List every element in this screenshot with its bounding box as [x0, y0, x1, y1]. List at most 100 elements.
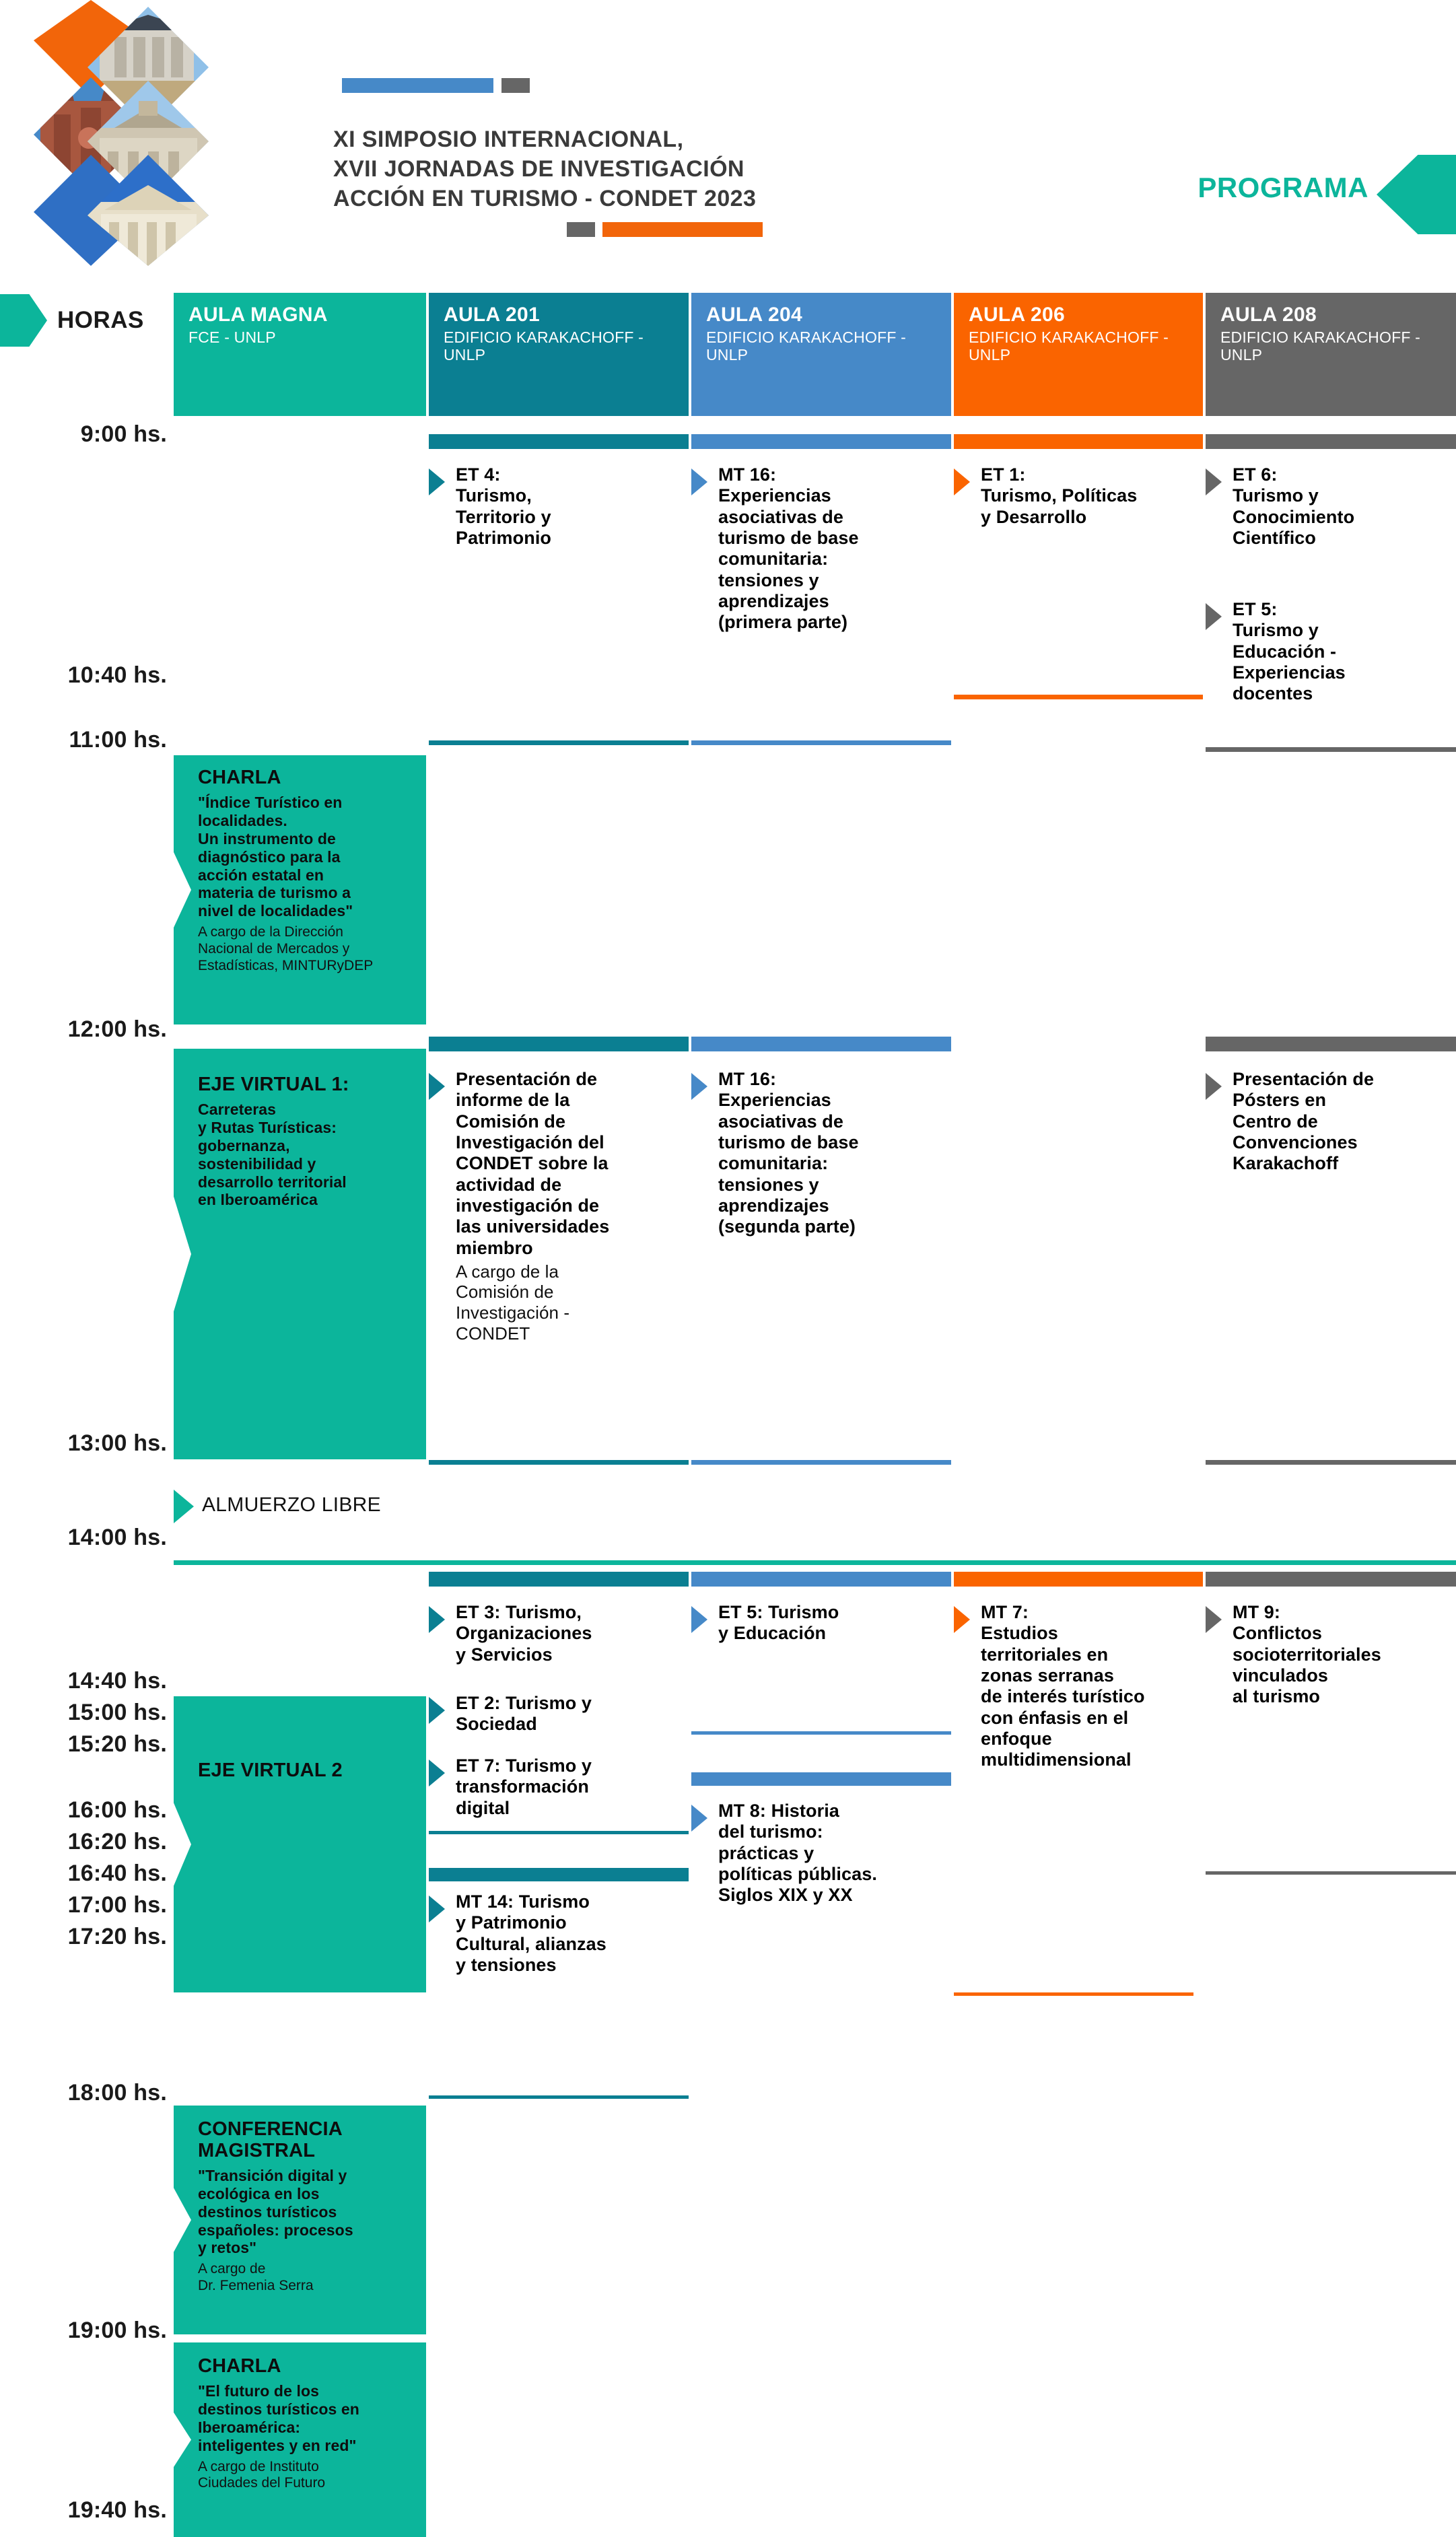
- session-et3[interactable]: ET 3: Turismo, Organizaciones y Servicio…: [429, 1602, 685, 1665]
- tabbar-a206-morning: [954, 434, 1203, 449]
- column-building: EDIFICIO KARAKACHOFF - UNLP: [444, 328, 644, 364]
- triangle-right-icon: [954, 468, 970, 495]
- column-name: AULA 206: [969, 304, 1065, 326]
- session-cargo: A cargo de la Comisión de Investigación …: [456, 1261, 570, 1344]
- session-mt14[interactable]: MT 14: Turismo y Patrimonio Cultural, al…: [429, 1891, 685, 1976]
- card-cargo: A cargo de Instituto Ciudades del Futuro: [198, 2458, 326, 2491]
- tabbar-a204-late: [691, 1772, 951, 1786]
- tabbar-a208-afternoon: [1206, 1572, 1456, 1587]
- triangle-right-icon: [691, 468, 707, 495]
- page-title: XI SIMPOSIO INTERNACIONAL, XVII JORNADAS…: [333, 125, 1074, 214]
- triangle-right-icon: [429, 1606, 445, 1633]
- card-kicker: CHARLA: [198, 2355, 281, 2377]
- triangle-right-icon: [1206, 468, 1222, 495]
- rule-a201-mid: [429, 1831, 689, 1834]
- diamond-collage-icon: [34, 0, 209, 266]
- triangle-right-icon: [429, 1896, 445, 1922]
- column-name: AULA MAGNA: [188, 304, 328, 326]
- session-title: MT 16: Experiencias asociativas de turis…: [718, 1069, 859, 1237]
- tabbar-a204-midday: [691, 1037, 951, 1051]
- session-title: ET 3: Turismo, Organizaciones y Servicio…: [456, 1602, 592, 1665]
- card-cargo: A cargo de Dr. Femenia Serra: [198, 2261, 314, 2294]
- triangle-right-icon: [429, 1760, 445, 1786]
- column-name: AULA 201: [444, 304, 540, 326]
- session-et5-docentes[interactable]: ET 5: Turismo y Educación - Experiencias…: [1206, 599, 1456, 705]
- column-name: AULA 204: [706, 304, 802, 326]
- card-eje-virtual-1[interactable]: EJE VIRTUAL 1: Carreteras y Rutas Turíst…: [174, 1049, 426, 1459]
- session-et5-educacion[interactable]: ET 5: Turismo y Educación: [691, 1602, 947, 1644]
- card-eje-virtual-2[interactable]: EJE VIRTUAL 2: [174, 1696, 426, 1992]
- session-et4[interactable]: ET 4: Turismo, Territorio y Patrimonio: [429, 464, 685, 549]
- triangle-right-icon: [174, 1490, 194, 1523]
- session-mt16-primera[interactable]: MT 16: Experiencias asociativas de turis…: [691, 464, 947, 633]
- tabbar-a201-afternoon: [429, 1572, 689, 1587]
- session-mt8[interactable]: MT 8: Historia del turismo: prácticas y …: [691, 1801, 947, 1906]
- session-title: Presentación de Pósters en Centro de Con…: [1233, 1069, 1375, 1174]
- tabbar-a208-morning: [1206, 434, 1456, 449]
- time-label-1900: 19:00 hs.: [67, 2318, 167, 2343]
- time-label-1400: 14:00 hs.: [67, 1525, 167, 1550]
- triangle-right-icon: [691, 1073, 707, 1100]
- card-body: "Índice Turístico en localidades. Un ins…: [198, 793, 353, 920]
- time-label-1640: 16:40 hs.: [67, 1861, 167, 1886]
- column-name: AULA 208: [1220, 304, 1317, 326]
- card-kicker: EJE VIRTUAL 2: [198, 1760, 343, 1781]
- session-title: MT 7: Estudios territoriales en zonas se…: [981, 1602, 1145, 1770]
- rule-a206-morning-end: [954, 695, 1203, 699]
- session-title: MT 14: Turismo y Patrimonio Cultural, al…: [456, 1891, 606, 1975]
- session-title: MT 8: Historia del turismo: prácticas y …: [718, 1801, 877, 1906]
- session-et1[interactable]: ET 1: Turismo, Políticas y Desarrollo: [954, 464, 1202, 528]
- time-label-1500: 15:00 hs.: [67, 1700, 167, 1725]
- column-building: EDIFICIO KARAKACHOFF - UNLP: [1220, 328, 1421, 364]
- card-kicker: CONFERENCIA MAGISTRAL: [198, 2118, 343, 2161]
- header-accent-bar-grey: [501, 78, 530, 93]
- time-label-0900: 9:00 hs.: [80, 421, 167, 447]
- session-et2[interactable]: ET 2: Turismo y Sociedad: [429, 1693, 685, 1735]
- session-et7[interactable]: ET 7: Turismo y transformación digital: [429, 1756, 685, 1819]
- column-header-aula-magna: AULA MAGNA FCE - UNLP: [174, 293, 426, 416]
- session-mt9[interactable]: MT 9: Conflictos socioterritoriales vinc…: [1206, 1602, 1456, 1708]
- time-label-1200: 12:00 hs.: [67, 1016, 167, 1042]
- tabbar-a206-afternoon: [954, 1572, 1203, 1587]
- chevron-right-icon: [0, 294, 47, 347]
- column-building: EDIFICIO KARAKACHOFF - UNLP: [706, 328, 907, 364]
- tabbar-a201-late: [429, 1868, 689, 1881]
- chevron-left-icon: [1377, 155, 1456, 234]
- tabbar-a204-afternoon: [691, 1572, 951, 1587]
- tabbar-a201-midday: [429, 1037, 689, 1051]
- time-label-1700: 17:00 hs.: [67, 1892, 167, 1918]
- horas-header: HORAS: [57, 307, 144, 333]
- session-et6[interactable]: ET 6: Turismo y Conocimiento Científico: [1206, 464, 1456, 549]
- time-label-1040: 10:40 hs.: [67, 662, 167, 688]
- session-mt7[interactable]: MT 7: Estudios territoriales en zonas se…: [954, 1602, 1202, 1771]
- programa-label: PROGRAMA: [1198, 172, 1368, 203]
- session-title: ET 5: Turismo y Educación - Experiencias…: [1233, 599, 1346, 704]
- card-charla-morning[interactable]: CHARLA "Índice Turístico en localidades.…: [174, 755, 426, 1024]
- card-conferencia-magistral[interactable]: CONFERENCIA MAGISTRAL "Transición digita…: [174, 2106, 426, 2334]
- card-cargo: A cargo de la Dirección Nacional de Merc…: [198, 924, 374, 973]
- title-line-2: XVII JORNADAS DE INVESTIGACIÓN: [333, 156, 744, 182]
- lunch-label: ALMUERZO LIBRE: [202, 1494, 381, 1516]
- rule-a204-mid: [691, 1731, 951, 1735]
- session-title: ET 6: Turismo y Conocimiento Científico: [1233, 464, 1355, 548]
- time-label-1300: 13:00 hs.: [67, 1430, 167, 1456]
- triangle-right-icon: [1206, 603, 1222, 630]
- column-building: FCE - UNLP: [188, 328, 276, 347]
- tabbar-a208-midday: [1206, 1037, 1456, 1051]
- session-title: Presentación de informe de la Comisión d…: [456, 1069, 610, 1258]
- card-charla-evening[interactable]: CHARLA "El futuro de los destinos turíst…: [174, 2342, 426, 2537]
- card-kicker: CHARLA: [198, 767, 281, 788]
- card-body: "Transición digital y ecológica en los d…: [198, 2166, 353, 2257]
- rule-a204-morning-end: [691, 740, 951, 745]
- session-mt16-segunda[interactable]: MT 16: Experiencias asociativas de turis…: [691, 1069, 947, 1238]
- title-line-3: ACCIÓN EN TURISMO - CONDET 2023: [333, 186, 757, 212]
- session-posters[interactable]: Presentación de Pósters en Centro de Con…: [1206, 1069, 1456, 1175]
- triangle-right-icon: [429, 1697, 445, 1724]
- time-label-1620: 16:20 hs.: [67, 1829, 167, 1854]
- time-label-1720: 17:20 hs.: [67, 1924, 167, 1949]
- session-presentacion-informe-condet[interactable]: Presentación de informe de la Comisión d…: [429, 1069, 685, 1344]
- logo-mosaic: [13, 0, 289, 266]
- rule-a201-midday-end: [429, 1460, 689, 1465]
- notch-mask: [174, 2106, 191, 2334]
